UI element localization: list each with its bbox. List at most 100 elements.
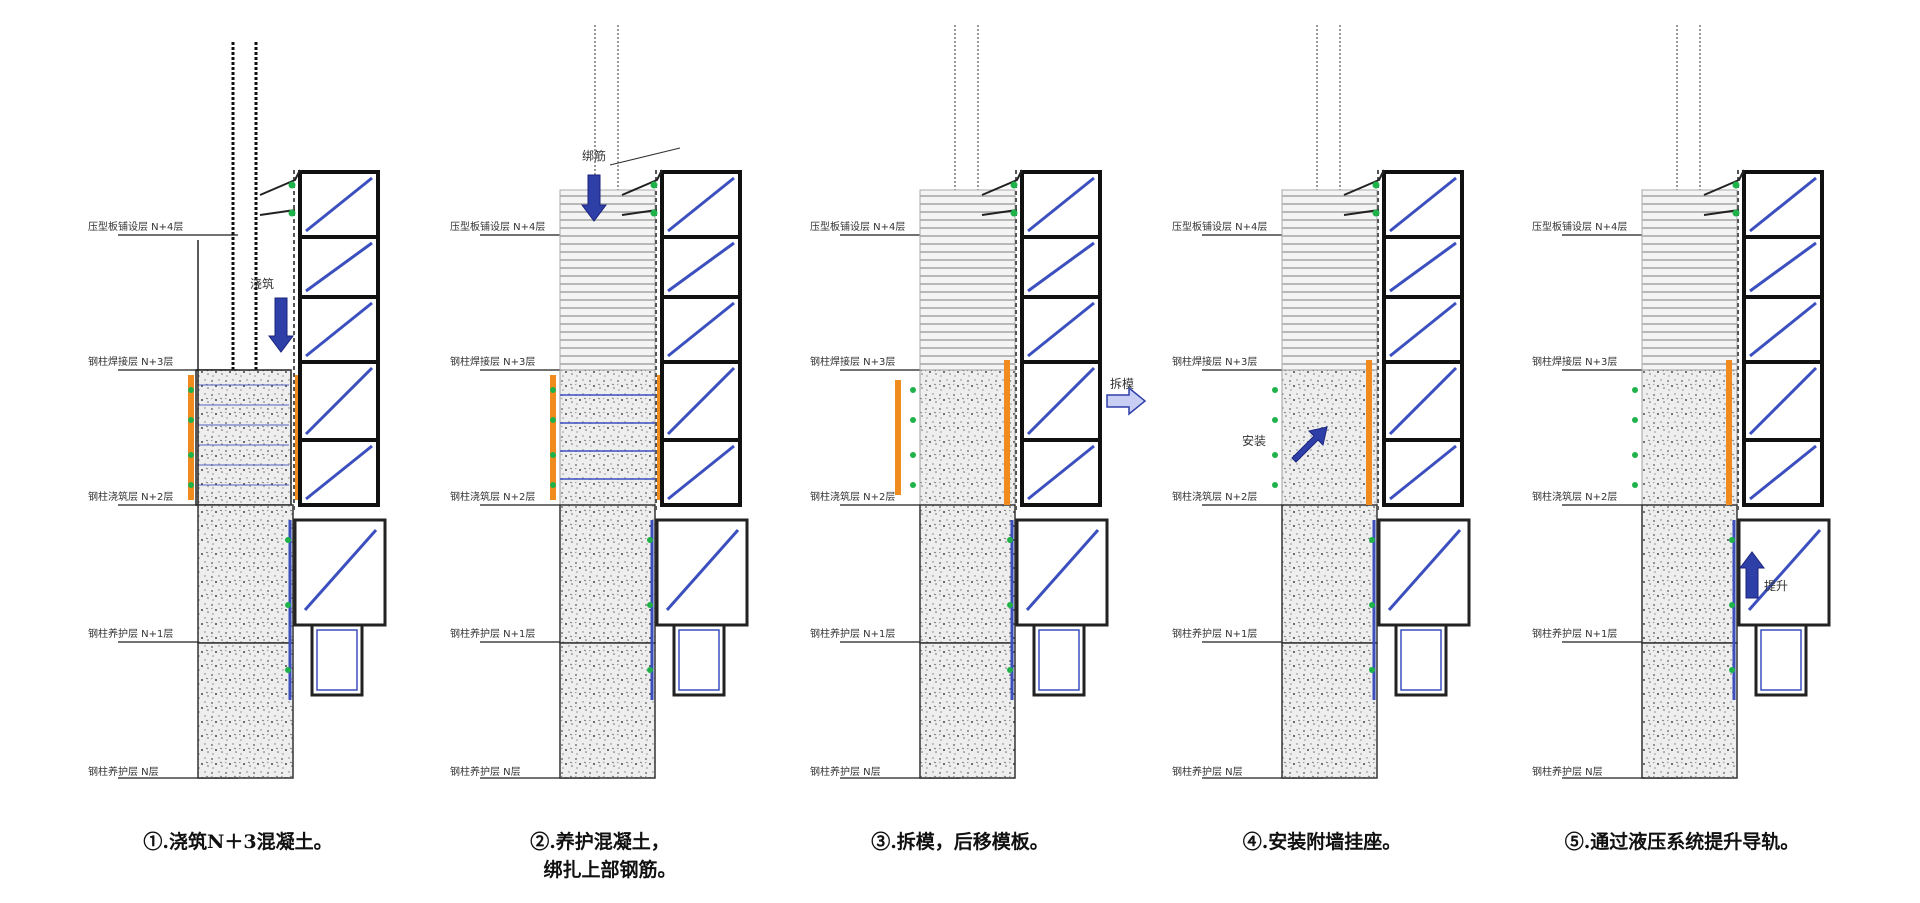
tie-node [910,482,916,488]
concrete-column [919,504,1016,644]
rebar-cage [919,189,1016,371]
anchor-node [1732,209,1740,217]
diagonal-brace [1749,176,1817,233]
floor-label: 钢柱焊接层 N+3层 [1532,355,1617,368]
floor-label: 压型板铺设层 N+4层 [450,220,545,233]
climbing-frame [1343,169,1464,510]
concrete-column [919,642,1016,779]
hanging-cage [1032,623,1086,697]
tie-node [910,387,916,393]
tie-node [1632,482,1638,488]
formwork-retracted [1004,360,1010,505]
frame-bay [1020,438,1102,507]
action-label: 绑筋 [582,148,606,163]
tie-node [910,452,916,458]
step-caption: ④.安装附墙挂座。 [1243,830,1402,853]
diagonal-brace [305,301,373,358]
frame-bay [1742,438,1824,507]
floor-label: 钢柱焊接层 N+3层 [88,355,173,368]
floor-label: 钢柱养护层 N层 [810,765,881,778]
concrete-column [1281,642,1378,779]
diagonal-brace [1026,366,1096,436]
floor-label: 钢柱养护层 N层 [1172,765,1243,778]
diagonal-brace [667,444,735,501]
top-bracket [259,169,301,196]
anchor-node [285,537,291,543]
formwork-retracted [1366,360,1372,505]
anchor-node [1007,667,1013,673]
diagonal-brace [305,176,373,233]
tie-node [550,387,556,393]
formwork-left [188,375,194,500]
floor-label: 钢柱养护层 N层 [88,765,159,778]
anchor-node [647,602,653,608]
frame-bay [660,438,742,507]
floor-label: 钢柱焊接层 N+3层 [450,355,535,368]
floor-label: 钢柱养护层 N+1层 [88,627,173,640]
hanging-cage [672,623,726,697]
arrow-shape [268,297,294,353]
diagonal-brace [1389,176,1457,233]
hanging-cage-inner [1400,629,1442,691]
tie-node [1272,452,1278,458]
tie-node [188,387,194,393]
diagonal-brace [305,241,373,293]
anchor-node [1732,181,1740,189]
step-caption: ⑤.通过液压系统提升导轨。 [1565,830,1800,853]
tie-node [1632,387,1638,393]
cured-concrete [1641,369,1738,506]
formwork-retracted [1726,360,1732,505]
rebar-cage [1641,189,1738,371]
hanging-cage-inner [1760,629,1802,691]
tie-node [1632,452,1638,458]
anchor-node [1372,181,1380,189]
arrow-diagonal-icon [1291,426,1328,463]
anchor-node [1369,667,1375,673]
floor-label: 钢柱浇筑层 N+2层 [810,490,895,503]
action-label: 提升 [1764,578,1788,593]
hanging-cage [1394,623,1448,697]
tie-node [188,482,194,488]
diagonal-brace [1748,366,1818,436]
climbing-frame [981,169,1102,510]
hanging-cage-inner [1038,629,1080,691]
lower-platform [1729,518,1831,700]
floor-label: 钢柱养护层 N+1层 [450,627,535,640]
action-label: 浇筑 [250,276,274,291]
leader-line [609,147,681,166]
formwork-removed [895,380,901,495]
diagonal-brace [1389,241,1457,293]
top-bracket [621,209,658,216]
hanging-cage-inner [316,629,358,691]
floor-label: 钢柱浇筑层 N+2层 [1172,490,1257,503]
diagonal-brace [303,529,378,611]
top-bracket [981,169,1023,196]
tie-node [1272,417,1278,423]
top-bracket [1703,169,1745,196]
step-caption: ①.浇筑N＋3混凝土。 [143,830,332,853]
top-bracket [1703,209,1740,216]
diagonal-brace [1389,444,1457,501]
tie-node [910,417,916,423]
anchor-node [1010,209,1018,217]
lower-platform [647,518,749,700]
anchor-node [1007,537,1013,543]
diagonal-brace [1389,301,1457,358]
arrow-shape [1106,386,1147,416]
tie-node [1632,417,1638,423]
concrete-column [559,642,656,779]
rebar-cage [559,189,656,371]
diagonal-brace [1747,529,1822,611]
floor-label: 钢柱养护层 N层 [1532,765,1603,778]
climbing-frame [259,169,380,510]
floor-label: 钢柱养护层 N+1层 [810,627,895,640]
hanging-cage [310,623,364,697]
lower-platform [1007,518,1109,700]
tie-node [1272,387,1278,393]
floor-label: 钢柱浇筑层 N+2层 [450,490,535,503]
diagonal-brace [1027,444,1095,501]
concrete-column [197,504,294,644]
anchor-node [1729,602,1735,608]
action-label: 安装 [1242,433,1266,448]
